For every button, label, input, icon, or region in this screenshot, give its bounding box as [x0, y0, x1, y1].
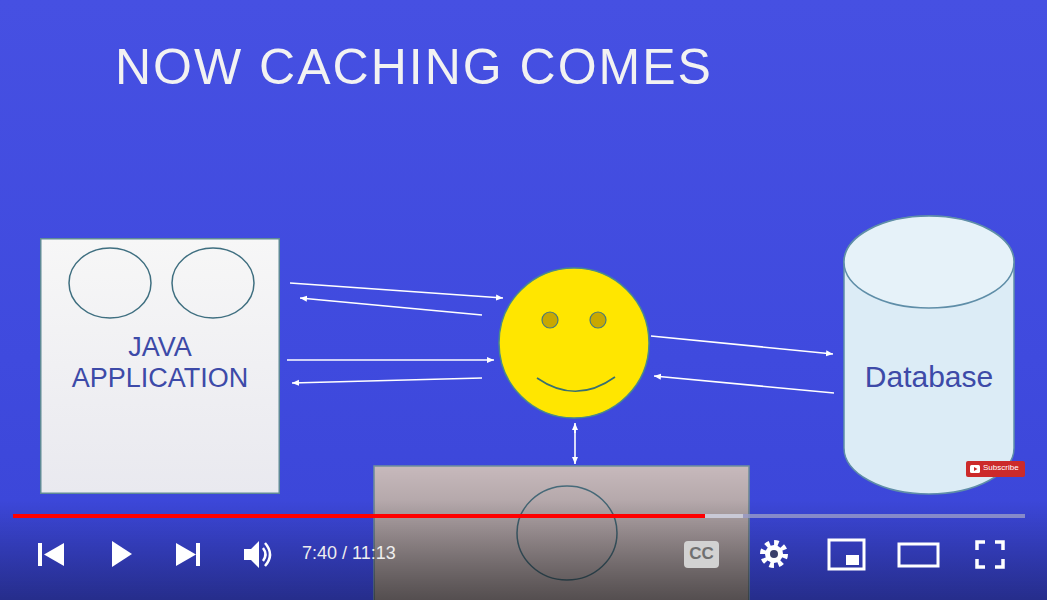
smiley-face	[499, 268, 649, 418]
cylinder-outline	[843, 215, 1015, 495]
cc-button	[684, 541, 719, 568]
next-icon	[176, 543, 200, 566]
miniplayer-icon	[829, 540, 864, 569]
control-shade	[0, 500, 1047, 600]
time-display: 7:40 / 11:13	[302, 544, 396, 564]
previous-icon	[38, 543, 64, 566]
box-label: JAVA APPLICATION	[58, 332, 263, 394]
fullscreen-icon	[977, 542, 1003, 567]
volume-icon	[244, 541, 270, 568]
slide-title: NOW CACHING COMES	[115, 38, 713, 96]
subscribe-watermark: Subscribe	[983, 464, 1019, 473]
progress-buffer	[13, 514, 743, 518]
play-icon	[112, 541, 132, 567]
database-cylinder: Database	[843, 215, 1015, 495]
settings-icon	[763, 543, 785, 565]
progress-track	[13, 514, 1025, 518]
progress-played	[13, 514, 705, 518]
theater-icon	[899, 544, 938, 566]
subscribe-badge	[966, 461, 1025, 477]
cc-label: CC	[684, 545, 719, 564]
application-box: JAVA APPLICATION	[40, 238, 280, 494]
database-label: Database	[854, 360, 1004, 395]
